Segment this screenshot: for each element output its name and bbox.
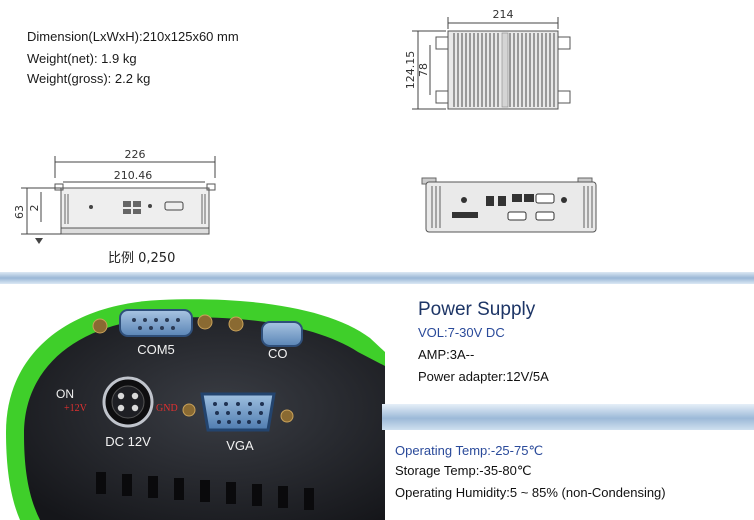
front-view-drawing: 226 210.46 63 2 (13, 148, 216, 244)
closeup-photo: COM5 CO ON +12V GND DC 12V VGA (6, 299, 385, 520)
storage-temp: Storage Temp:-35-80℃ (395, 463, 532, 478)
top-width-label: 214 (493, 8, 514, 21)
scale-label: 比例 0,250 (108, 251, 176, 266)
dc-12v-label: DC 12V (105, 434, 151, 449)
section-divider (0, 272, 754, 284)
operating-temp: Operating Temp:-25-75℃ (395, 443, 544, 458)
weight-gross-text: Weight(gross): 2.2 kg (27, 71, 151, 86)
front-width-outer-label: 226 (125, 148, 146, 161)
top-height-inner-label: 78 (417, 63, 430, 77)
power-supply-title: Power Supply (418, 299, 536, 320)
environment-divider (382, 404, 754, 430)
front-width-inner-label: 210.46 (114, 169, 153, 182)
power-vol: VOL:7-30V DC (418, 325, 505, 340)
dimension-text: Dimension(LxWxH):210x125x60 mm (27, 29, 239, 44)
rear-view-drawing (421, 177, 597, 233)
on-label: ON (56, 387, 74, 401)
front-height-outer-label: 63 (13, 205, 26, 219)
top-view-drawing: 214 124.15 78 (404, 8, 571, 110)
front-height-inner-label: 2 (28, 205, 41, 212)
pin-gnd-label: GND (156, 403, 178, 414)
com-partial-label: CO (268, 346, 288, 361)
com5-label: COM5 (137, 342, 175, 357)
operating-humidity: Operating Humidity:5 ~ 85% (non-Condensi… (395, 485, 666, 500)
power-adapter: Power adapter:12V/5A (418, 369, 549, 384)
pin-positive-label: +12V (64, 403, 88, 414)
weight-net-text: Weight(net): 1.9 kg (27, 51, 137, 66)
top-height-outer-label: 124.15 (404, 51, 417, 90)
vga-label: VGA (226, 438, 254, 453)
power-amp: AMP:3A-- (418, 347, 475, 362)
